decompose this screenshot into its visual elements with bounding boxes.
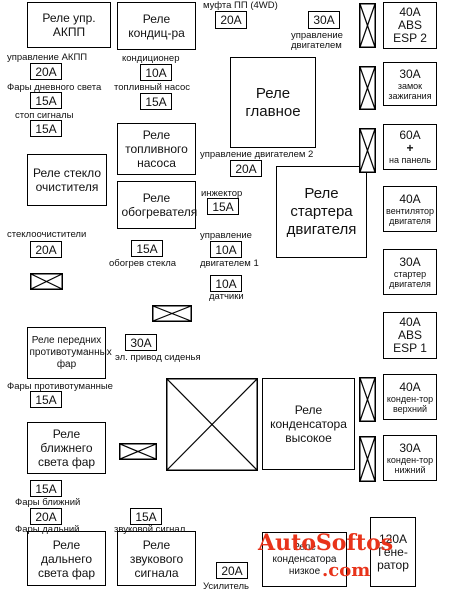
fuse-horn: 15A — [130, 508, 162, 525]
empty-slot-icon — [30, 273, 63, 290]
relay-main: Реле главное — [230, 57, 316, 148]
fuse-abs-esp-1: 40A ABS ESP 1 — [383, 312, 437, 359]
relay-glass-wiper: Реле стекло очистителя — [27, 154, 107, 206]
empty-slot-icon — [359, 377, 376, 422]
fuse-label: Фары дневного света — [7, 82, 102, 93]
fuse-label: управление АКПП — [7, 52, 88, 63]
empty-slot-icon — [359, 128, 376, 173]
relay-akpp: Реле упр. АКПП — [27, 2, 111, 48]
fuse-high-beam: 20A — [30, 508, 62, 525]
fuse-fog: 15A — [30, 391, 62, 408]
empty-slot-icon — [359, 3, 376, 48]
fuse-fan: 40A вентилятор двигателя — [383, 186, 437, 232]
empty-slot-icon — [359, 436, 376, 482]
fuse-fuel-pump: 15A — [140, 93, 172, 110]
fuse-label: муфта ПП (4WD) — [203, 0, 278, 11]
fuse-condenser-upper: 40A конден-тор верхний — [383, 374, 437, 420]
relay-starter: Реле стартера двигателя — [276, 166, 367, 258]
fuse-panel: 60A + на панель — [383, 124, 437, 170]
fuse-label: двигателем 1 — [200, 258, 259, 269]
empty-large-slot-icon — [166, 378, 258, 471]
watermark-logo: AutoSoftos — [258, 530, 394, 556]
fuse-drl: 15A — [30, 92, 62, 109]
fuse-engine-ctrl-1: 10A — [210, 241, 242, 258]
relay-horn: Реле звукового сигнала — [117, 531, 196, 586]
fuse-label: стоп сигналы — [15, 110, 74, 121]
fuse-label: топливный насос — [114, 82, 191, 93]
fuse-label: инжектор — [201, 188, 243, 199]
relay-heater: Реле обогревателя — [117, 181, 197, 229]
fuse-condenser-lower: 30A конден-тор нижний — [383, 435, 437, 481]
fuse-amplifier: 20A — [216, 562, 248, 579]
fuse-label: стеклоочистители — [7, 229, 87, 240]
fuse-injector: 15A — [207, 198, 239, 215]
empty-slot-icon — [119, 443, 157, 460]
fuse-rear-defrost: 15A — [131, 240, 163, 257]
relay-condenser-low: Реле конденсатора низкое — [262, 532, 347, 587]
fuse-engine-ctrl-2: 20A — [230, 160, 262, 177]
fuse-label: кондиционер — [122, 53, 180, 64]
relay-conditioner: Реле кондиц-ра — [117, 2, 196, 50]
fuse-wiper: 20A — [30, 241, 62, 258]
fuse-abs-esp-2: 40A ABS ESP 2 — [383, 2, 437, 49]
fuse-label: обогрев стекла — [109, 258, 177, 269]
fuse-label: звуковой сигнал — [114, 524, 186, 535]
fuse-stop: 15A — [30, 120, 62, 137]
fuse-conditioner: 10A — [140, 64, 172, 81]
relay-low-beam: Реле ближнего света фар — [27, 422, 106, 474]
empty-slot-icon — [152, 305, 192, 322]
fuse-starter: 30A стартер двигателя — [383, 249, 437, 295]
fuse-clutch-4wd: 20A — [215, 11, 247, 29]
fuse-label: Фары противотуманные — [7, 381, 113, 392]
fuse-akpp-ctrl: 20A — [30, 63, 62, 80]
fuse-ignition-lock: 30A замок зажигания — [383, 62, 437, 106]
fuse-low-beam: 15A — [30, 480, 62, 497]
fuse-label: эл. привод сиденья — [115, 352, 201, 363]
fuse-sensors: 10A — [210, 275, 242, 292]
relay-high-beam: Реле дальнего света фар — [27, 531, 106, 586]
fuse-label: датчики — [209, 291, 244, 302]
fuse-label: Фары ближний — [15, 497, 81, 508]
fuse-generator: 120A Гене- ратор — [370, 517, 416, 587]
fuse-seat: 30A — [125, 334, 157, 351]
fuse-engine-ctrl: 30A — [308, 11, 340, 29]
empty-slot-icon — [359, 66, 376, 110]
relay-fog: Реле передних противотуманных фар — [27, 327, 112, 379]
fuse-label: Усилитель — [203, 581, 250, 592]
fuse-label: Фары дальний — [15, 524, 80, 535]
relay-condenser-high: Реле конденсатора высокое — [262, 378, 355, 470]
fuse-label: управление двигателем 2 — [200, 149, 314, 160]
fuse-label: управление — [200, 230, 252, 241]
watermark-domain: .com — [322, 560, 371, 581]
relay-fuel-pump: Реле топливного насоса — [117, 123, 196, 175]
